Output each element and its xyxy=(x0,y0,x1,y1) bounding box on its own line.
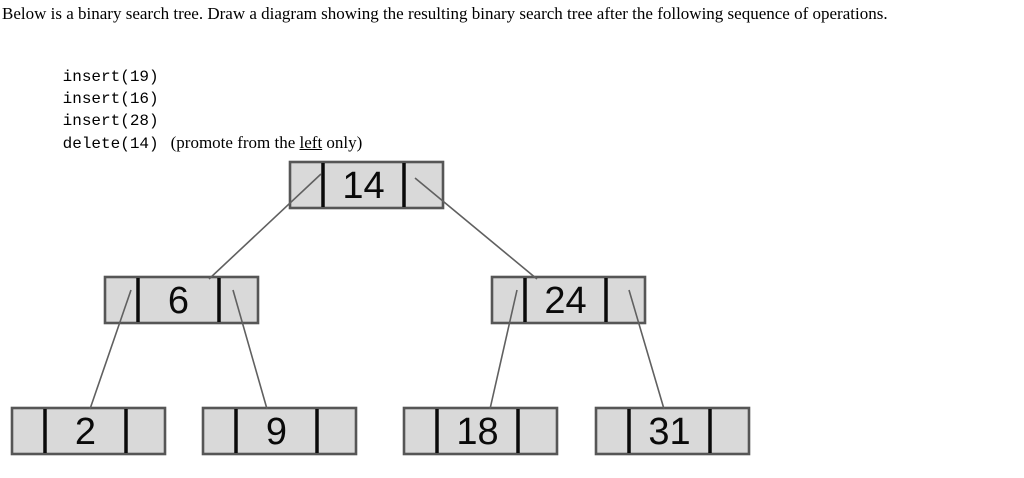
node-box xyxy=(490,275,647,325)
node-value: 2 xyxy=(75,411,96,453)
delete-note-underlined: left xyxy=(299,133,323,152)
delete-note-pre: (promote from the xyxy=(170,133,300,152)
tree-edge-14-right-24 xyxy=(414,177,538,280)
node-value: 9 xyxy=(266,411,287,453)
operation-line: insert(16) xyxy=(5,66,362,108)
operation-code: delete(14) xyxy=(62,135,159,153)
tree-node-6: 6 xyxy=(103,275,260,325)
tree-node-9: 9 xyxy=(201,406,358,456)
tree-node-31: 31 xyxy=(594,406,751,456)
tree-edge-24-right-31 xyxy=(628,289,665,410)
node-value: 18 xyxy=(456,411,498,453)
tree-node-18: 18 xyxy=(402,406,559,456)
node-value: 24 xyxy=(544,280,586,322)
operations-list: insert(19) insert(16) insert(28) delete(… xyxy=(5,44,363,153)
operation-code: insert(19) xyxy=(62,68,159,86)
operation-line: insert(19) xyxy=(5,44,362,86)
operation-code: insert(16) xyxy=(62,90,159,108)
node-value: 31 xyxy=(648,411,690,453)
tree-edge-14-left-6 xyxy=(208,173,322,280)
node-box xyxy=(201,406,358,456)
operation-line: insert(28) xyxy=(5,88,362,130)
question-prompt: Below is a binary search tree. Draw a di… xyxy=(2,4,888,23)
tree-node-24: 24 xyxy=(490,275,647,325)
node-box xyxy=(10,406,167,456)
tree-node-2: 2 xyxy=(10,406,167,456)
node-box xyxy=(402,406,559,456)
node-box xyxy=(288,160,445,210)
node-value: 14 xyxy=(342,165,384,207)
tree-edge-24-left-18 xyxy=(489,289,518,410)
operation-line: delete(14) (promote from the left only) xyxy=(5,110,363,153)
delete-note-post: only) xyxy=(322,133,363,152)
tree-edge-6-right-9 xyxy=(232,289,268,410)
tree-node-14: 14 xyxy=(288,160,445,210)
node-value: 6 xyxy=(168,280,189,322)
delete-note: (promote from the left only) xyxy=(171,133,363,152)
operation-code: insert(28) xyxy=(62,112,159,130)
node-box xyxy=(594,406,751,456)
tree-edge-6-left-2 xyxy=(89,289,132,410)
node-box xyxy=(103,275,260,325)
